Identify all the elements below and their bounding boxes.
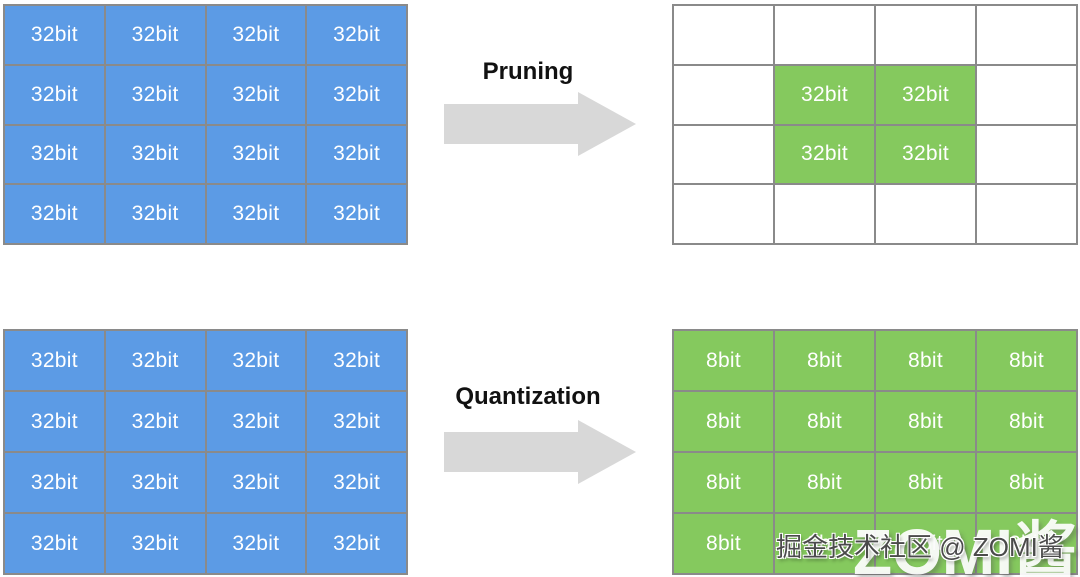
grid-cell [775,6,874,64]
grid-cell: 32bit [775,65,874,124]
grid-cell: 8bit [775,453,874,512]
grid-cell: 32bit [206,65,306,124]
grid-cell: 32bit [307,392,406,451]
grid-cell [977,6,1076,64]
grid-cell: 32bit [105,6,205,64]
grid-cell: 32bit [876,125,975,184]
grid-cell [674,125,773,184]
grid-cell: 8bit [775,392,874,451]
grid-cell: 32bit [206,514,306,573]
right-arrow-icon [444,420,636,484]
grid-cell [977,125,1076,184]
grid-cell: 32bit [5,392,104,451]
grid-cell: 8bit [674,514,773,573]
grid-cell [674,65,773,124]
grid-cell: 32bit [105,453,205,512]
grid-cell: 32bit [105,392,205,451]
grid-cell: 8bit [977,392,1076,451]
grid-cell [977,185,1076,243]
grid-cell: 32bit [5,125,104,184]
grid-cell: 8bit [876,453,975,512]
grid-cell: 32bit [206,185,306,243]
grid-cell: 8bit [674,331,773,390]
grid-cell [775,185,874,243]
grid-cell: 8bit [674,392,773,451]
grid-cell: 32bit [206,331,306,390]
grid-cell: 8bit [977,514,1076,573]
grid-cell: 32bit [307,65,406,124]
grid-cell: 32bit [5,185,104,243]
grid-cell: 32bit [775,125,874,184]
grid-cell: 32bit [206,125,306,184]
quantization-label: Quantization [455,383,601,410]
grid-cell: 8bit [775,514,874,573]
grid-cell: 8bit [775,331,874,390]
grid-cell: 32bit [876,65,975,124]
grid-cell [674,185,773,243]
pruning-label: Pruning [482,58,574,85]
grid-cell: 32bit [5,514,104,573]
grid-cell: 8bit [977,453,1076,512]
grid-cell: 32bit [105,514,205,573]
grid-cell: 32bit [105,65,205,124]
grid-cell: 32bit [206,392,306,451]
grid-cell: 32bit [105,331,205,390]
grid-cell: 32bit [105,185,205,243]
grid-cell: 32bit [5,65,104,124]
grid-cell: 32bit [307,125,406,184]
grid-cell: 32bit [5,453,104,512]
watermark-small-text: 掘金技术社区 @ ZOMI酱 [776,532,1064,562]
grid-cell: 8bit [977,331,1076,390]
grid-cell: 32bit [307,514,406,573]
grid-cell: 32bit [307,453,406,512]
grid-cell: 32bit [105,125,205,184]
grid-cell [876,185,975,243]
watermark-large-text: ZOMI酱 [853,516,1077,577]
grid-cell: 32bit [206,6,306,64]
grid-cell: 8bit [876,514,975,573]
grid-cell: 32bit [307,185,406,243]
grid-cell: 8bit [876,392,975,451]
grid-cell [977,65,1076,124]
right-arrow-icon [444,92,636,156]
grid-cell [876,6,975,64]
grid-cell: 32bit [5,331,104,390]
grid-cell [674,6,773,64]
grid-cell: 8bit [876,331,975,390]
grid-cell: 32bit [307,331,406,390]
grid-cell: 32bit [307,6,406,64]
grid-cell: 32bit [206,453,306,512]
grid-cell: 32bit [5,6,104,64]
grid-cell: 8bit [674,453,773,512]
